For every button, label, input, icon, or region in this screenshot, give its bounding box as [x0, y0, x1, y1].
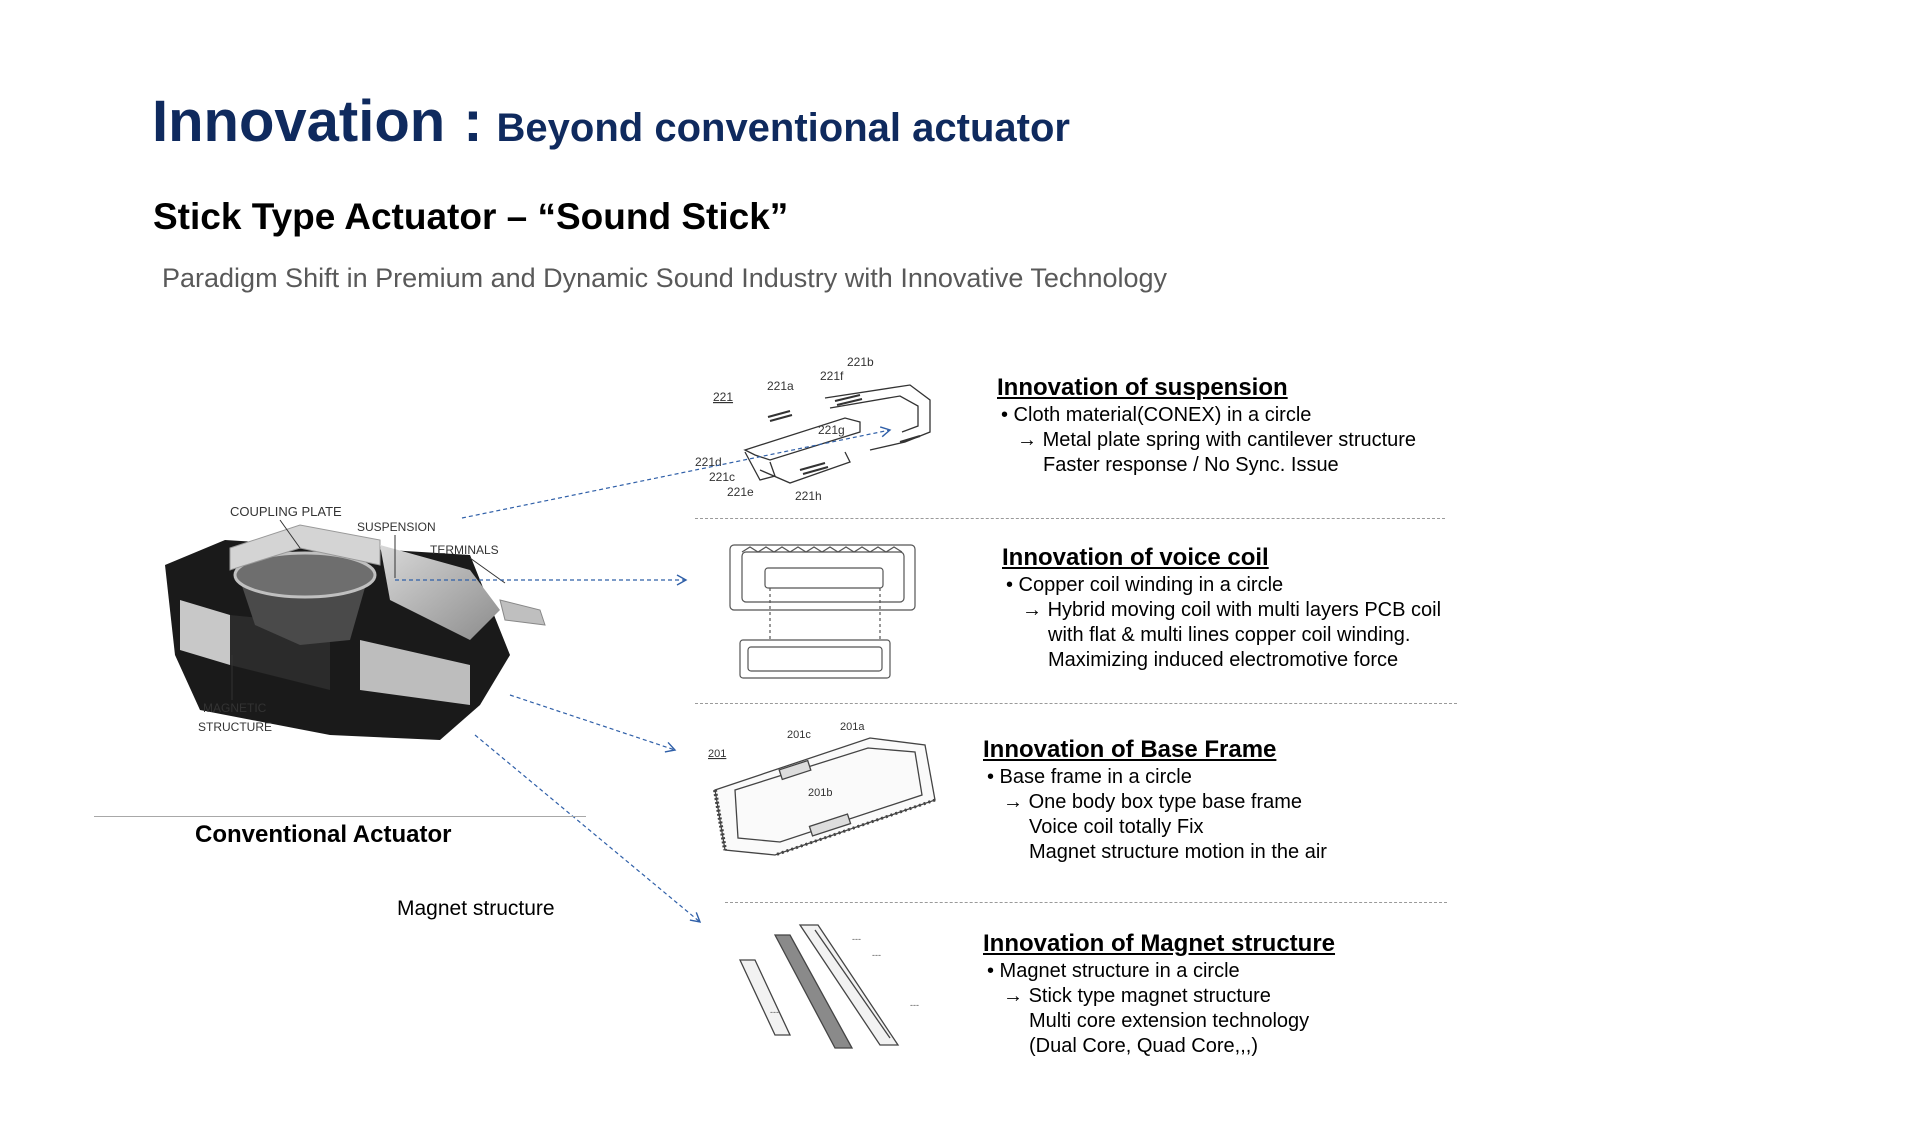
bf-label-201: 201	[708, 748, 726, 760]
page-title: Innovation: Beyond conventional actuator	[152, 88, 1070, 155]
innovation-detail: Faster response / No Sync. Issue	[1043, 454, 1339, 476]
innovation-bullet: • Magnet structure in a circle	[987, 960, 1240, 982]
innovation-bullet: • Copper coil winding in a circle	[1006, 574, 1284, 596]
magnet-structure-diagram: --- --- --- ---	[738, 924, 919, 1049]
innovation-heading: Innovation of suspension	[997, 374, 1288, 401]
separator-1	[695, 518, 1445, 519]
label-magnetic: MAGNETIC	[203, 701, 267, 715]
innovation-detail: with flat & multi lines copper coil wind…	[1048, 624, 1411, 646]
innovation-heading: Innovation of Magnet structure	[983, 930, 1336, 957]
section-subtitle: Stick Type Actuator – “Sound Stick”	[153, 196, 789, 237]
conventional-divider	[94, 816, 586, 817]
label-terminals: TERMINALS	[430, 543, 499, 557]
innovation-base-frame-block: Innovation of Base Frame • Base frame in…	[983, 735, 1327, 865]
innovation-detail: Maximizing induced electromotive force	[1048, 649, 1399, 671]
innovation-arrow-line: → Stick type magnet structure	[1003, 985, 1271, 1007]
svg-text:---: ---	[910, 1000, 919, 1010]
innovation-detail: Magnet structure motion in the air	[1029, 841, 1327, 863]
conventional-caption: Conventional Actuator	[195, 821, 452, 848]
innovation-arrow-line: → One body box type base frame	[1003, 791, 1303, 813]
innovation-voice-coil-block: Innovation of voice coil • Copper coil w…	[1002, 543, 1441, 673]
sus-label-221: 221	[713, 390, 733, 404]
sus-label-221b: 221b	[847, 355, 874, 369]
suspension-diagram: 221b 221f 221a 221 221g 221d 221c 221e 2…	[695, 355, 931, 503]
sus-label-221c: 221c	[709, 470, 735, 484]
bf-label-201c: 201c	[787, 729, 811, 741]
sus-label-221a: 221a	[767, 379, 794, 393]
innovation-heading: Innovation of Base Frame	[983, 736, 1277, 763]
arrow-to-magnet	[474, 734, 702, 923]
innovation-arrow-line: → Metal plate spring with cantilever str…	[1017, 429, 1417, 451]
svg-text:---: ---	[770, 1007, 779, 1017]
sus-label-221d: 221d	[695, 455, 722, 469]
sus-label-221f: 221f	[820, 369, 844, 383]
arrow-right-icon: →	[1003, 791, 1023, 813]
arrow-to-base-frame	[509, 694, 677, 753]
innovation-detail: (Dual Core, Quad Core,,,)	[1029, 1035, 1258, 1057]
arrow-to-suspension	[461, 426, 892, 519]
title-sub: Beyond conventional actuator	[496, 106, 1070, 150]
sus-label-221e: 221e	[727, 485, 754, 499]
bf-label-201a: 201a	[840, 721, 865, 733]
innovation-detail: Multi core extension technology	[1029, 1010, 1310, 1032]
innovation-magnet-block: Innovation of Magnet structure • Magnet …	[983, 929, 1335, 1059]
arrow-right-icon: →	[1017, 429, 1037, 451]
base-frame-diagram: 201c 201a 201 201b	[708, 721, 936, 857]
voice-coil-diagram	[729, 544, 916, 679]
innovation-bullet: • Base frame in a circle	[987, 766, 1192, 788]
title-main: Innovation	[152, 89, 446, 154]
label-structure: STRUCTURE	[198, 720, 272, 734]
svg-text:---: ---	[872, 950, 881, 960]
label-coupling-plate: COUPLING PLATE	[230, 504, 342, 519]
sus-label-221g: 221g	[818, 423, 845, 437]
innovation-arrow-line: → Hybrid moving coil with multi layers P…	[1022, 599, 1442, 621]
tagline: Paradigm Shift in Premium and Dynamic So…	[162, 263, 1168, 293]
arrow-right-icon: →	[1003, 985, 1023, 1007]
connector-arrows	[395, 426, 892, 923]
separator-2	[695, 703, 1457, 704]
innovation-detail: Voice coil totally Fix	[1029, 816, 1204, 838]
arrow-right-icon: →	[1022, 599, 1042, 621]
bf-label-201b: 201b	[808, 787, 832, 799]
innovation-heading: Innovation of voice coil	[1002, 544, 1269, 571]
label-suspension: SUSPENSION	[357, 520, 436, 534]
svg-text:---: ---	[852, 934, 861, 944]
innovation-suspension-block: Innovation of suspension • Cloth materia…	[997, 373, 1416, 478]
magnet-structure-label: Magnet structure	[397, 897, 555, 920]
sus-label-221h: 221h	[795, 489, 822, 503]
conventional-actuator-image: COUPLING PLATE SUSPENSION TERMINALS MAGN…	[165, 504, 546, 740]
title-colon: :	[463, 89, 483, 154]
separator-3	[725, 902, 1447, 903]
innovation-bullet: • Cloth material(CONEX) in a circle	[1001, 404, 1312, 426]
